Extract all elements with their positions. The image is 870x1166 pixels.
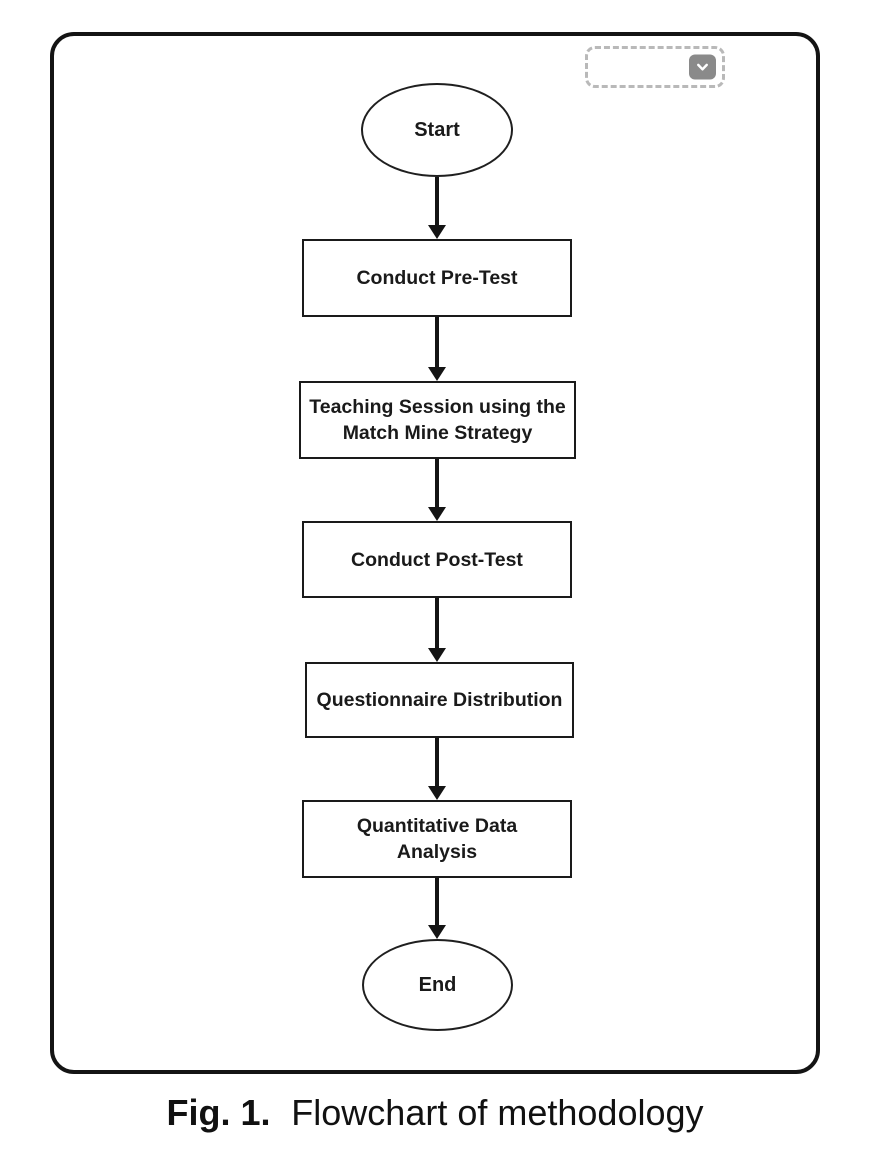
arrow-shaft: [435, 878, 439, 925]
flow-arrow-4: [427, 598, 447, 662]
arrow-shaft: [435, 317, 439, 367]
flowchart-node-end: End: [362, 939, 513, 1031]
dropdown-toggle-button[interactable]: [689, 54, 716, 80]
arrow-shaft: [435, 738, 439, 786]
node-label: Conduct Post-Test: [351, 548, 523, 571]
arrow-head: [428, 648, 446, 662]
figure-caption-text: Flowchart of methodology: [291, 1092, 704, 1133]
flow-arrow-6: [427, 878, 447, 939]
arrow-head: [428, 367, 446, 381]
arrow-head: [428, 225, 446, 239]
figure-caption-label: Fig. 1.: [166, 1092, 271, 1133]
arrow-shaft: [435, 598, 439, 648]
flowchart-node-start: Start: [361, 83, 513, 177]
flow-arrow-1: [427, 177, 447, 239]
flow-arrow-5: [427, 738, 447, 800]
flowchart-node-conduct-pre-test: Conduct Pre-Test: [302, 239, 572, 317]
arrow-head: [428, 786, 446, 800]
arrow-shaft: [435, 459, 439, 507]
node-label: End: [418, 973, 457, 996]
node-label: Start: [414, 118, 460, 141]
node-label: Conduct Pre-Test: [356, 267, 518, 289]
flowchart-node-teaching-session: Teaching Session using the Match Mine St…: [299, 381, 576, 459]
node-label-line2: Match Mine Strategy: [342, 422, 533, 444]
node-label-line1: Teaching Session using the: [309, 396, 566, 418]
flow-arrow-3: [427, 459, 447, 521]
node-label: Questionnaire Distribution: [316, 689, 563, 711]
arrow-shaft: [435, 177, 439, 225]
chevron-down-icon: [694, 59, 711, 76]
arrow-head: [428, 925, 446, 939]
flowchart-node-quantitative-data-analysis: Quantitative Data Analysis: [302, 800, 572, 878]
node-label-line1: Quantitative Data: [356, 815, 518, 837]
arrow-head: [428, 507, 446, 521]
dropdown-widget[interactable]: [585, 46, 725, 88]
figure-caption: Fig. 1. Flowchart of methodology: [0, 1086, 870, 1140]
flow-arrow-2: [427, 317, 447, 381]
node-label-line2: Analysis: [396, 841, 478, 863]
flowchart-node-conduct-post-test: Conduct Post-Test: [302, 521, 572, 598]
flowchart-node-questionnaire-distribution: Questionnaire Distribution: [305, 662, 574, 738]
